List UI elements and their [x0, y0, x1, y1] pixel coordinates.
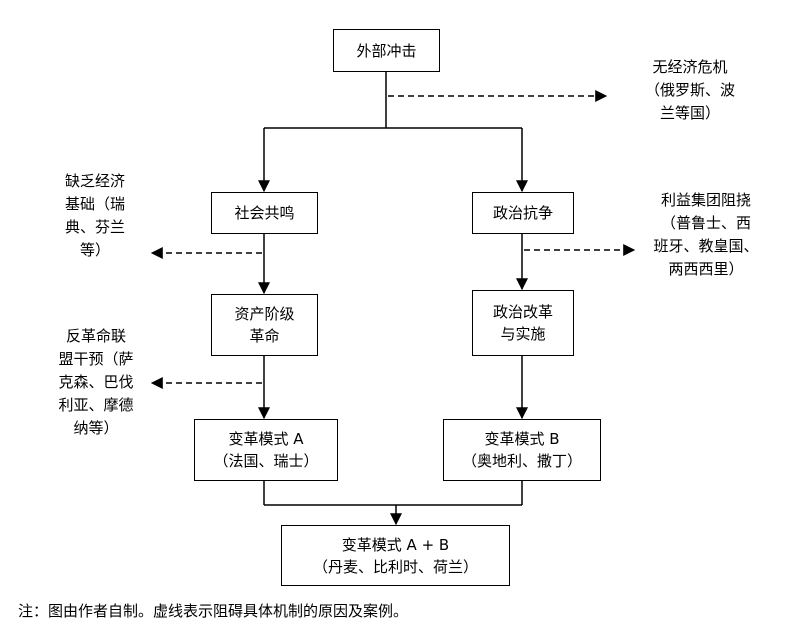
- note-lack-economic-base: 缺乏经济 基础（瑞 典、芬兰 等）: [64, 172, 125, 259]
- node-political-struggle: 政治抗争: [472, 192, 574, 234]
- node-social-resonance: 社会共鸣: [211, 192, 318, 234]
- note-counter-revolution: 反革命联 盟干预（萨 克森、巴伐 利亚、摩德 纳等）: [58, 327, 134, 437]
- note-no-economic-crisis: 无经济危机 （俄罗斯、波 兰等国）: [644, 58, 735, 122]
- node-mode-ab: 变革模式 A + B （丹麦、比利时、荷兰）: [281, 525, 510, 586]
- footnote: 注：图由作者自制。虚线表示阻碍具体机制的原因及案例。: [18, 602, 409, 620]
- node-bourgeois-revolution: 资产阶级 革命: [211, 294, 318, 356]
- node-external-shock: 外部冲击: [333, 29, 440, 72]
- node-political-reform: 政治改革 与实施: [472, 290, 574, 356]
- note-interest-groups: 利益集团阻挠 （普鲁士、西 班牙、教皇国、 两西西里）: [653, 191, 759, 278]
- node-mode-a: 变革模式 A （法国、瑞士）: [194, 419, 338, 481]
- node-mode-b: 变革模式 B （奥地利、撒丁）: [443, 419, 601, 481]
